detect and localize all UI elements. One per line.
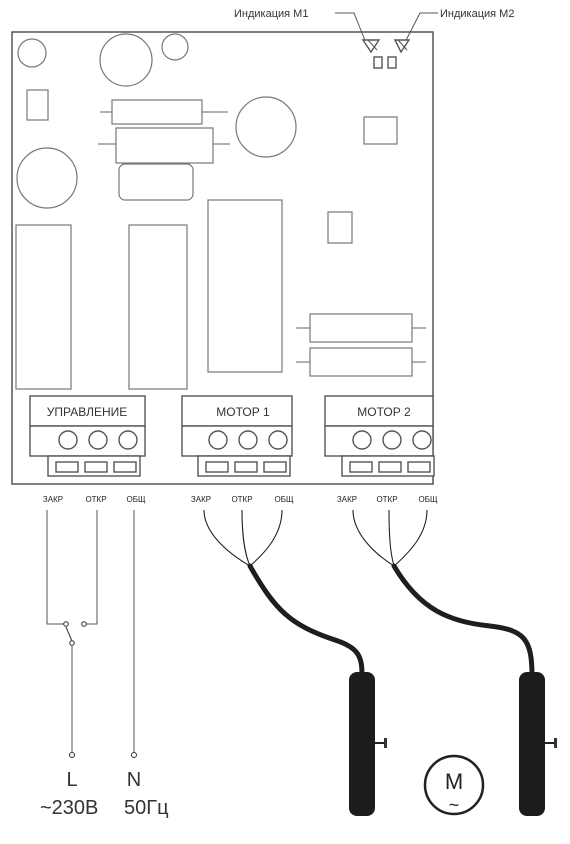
terminal-block-motor1: МОТОР 1 bbox=[181, 395, 293, 477]
motor1-cable bbox=[203, 509, 387, 816]
chip-small-3 bbox=[327, 211, 353, 244]
capacitor-2 bbox=[99, 33, 153, 87]
terminal-block-control: УПРАВЛЕНИЕ bbox=[29, 395, 146, 477]
led-indicator-m2 bbox=[387, 39, 411, 69]
resistor-3 bbox=[296, 313, 426, 343]
power-frequency-label: 50Гц bbox=[124, 797, 169, 819]
chip-small-2 bbox=[363, 116, 398, 145]
terminal-label-motor2: МОТОР 2 bbox=[357, 405, 411, 419]
power-neutral-label: N bbox=[127, 769, 141, 791]
pin-label-motor2-common: ОБЩ bbox=[419, 495, 438, 504]
indicator-m1-label: Индикация М1 bbox=[234, 8, 308, 20]
relay-2 bbox=[128, 224, 188, 390]
power-line-label: L bbox=[66, 769, 77, 791]
control-switch-wiring bbox=[46, 510, 137, 758]
relay-3 bbox=[207, 199, 283, 373]
power-voltage-label: ~230В bbox=[40, 797, 98, 819]
indicator-m2-label: Индикация М2 bbox=[440, 8, 514, 20]
pin-label-motor2-open: ОТКР bbox=[376, 495, 397, 504]
resistor-1 bbox=[100, 99, 228, 125]
capacitor-3 bbox=[161, 33, 189, 61]
pin-label-control-common: ОБЩ bbox=[127, 495, 146, 504]
resistor-4 bbox=[296, 347, 426, 377]
crystal bbox=[118, 163, 194, 201]
pin-label-motor2-close: ЗАКР bbox=[337, 495, 357, 504]
pin-label-motor1-close: ЗАКР bbox=[191, 495, 211, 504]
terminal-block-motor2: МОТОР 2 bbox=[324, 395, 435, 477]
capacitor-4 bbox=[16, 147, 78, 209]
led-indicator-m1 bbox=[361, 39, 383, 69]
pin-label-motor1-open: ОТКР bbox=[231, 495, 252, 504]
capacitor-5 bbox=[235, 96, 297, 158]
resistor-2 bbox=[98, 127, 230, 164]
pin-label-control-open: ОТКР bbox=[85, 495, 106, 504]
motor-symbol-letter: M bbox=[445, 769, 463, 794]
motor-symbol-icon: M ~ bbox=[423, 754, 485, 816]
motor-symbol-tilde: ~ bbox=[449, 795, 460, 815]
pin-label-control-close: ЗАКР bbox=[43, 495, 63, 504]
terminal-label-control: УПРАВЛЕНИЕ bbox=[47, 405, 128, 419]
capacitor-1 bbox=[17, 38, 47, 68]
pin-label-motor1-common: ОБЩ bbox=[275, 495, 294, 504]
chip-small-1 bbox=[26, 89, 49, 121]
terminal-label-motor1: МОТОР 1 bbox=[216, 405, 270, 419]
relay-1 bbox=[15, 224, 72, 390]
motor2-cable bbox=[352, 509, 557, 816]
